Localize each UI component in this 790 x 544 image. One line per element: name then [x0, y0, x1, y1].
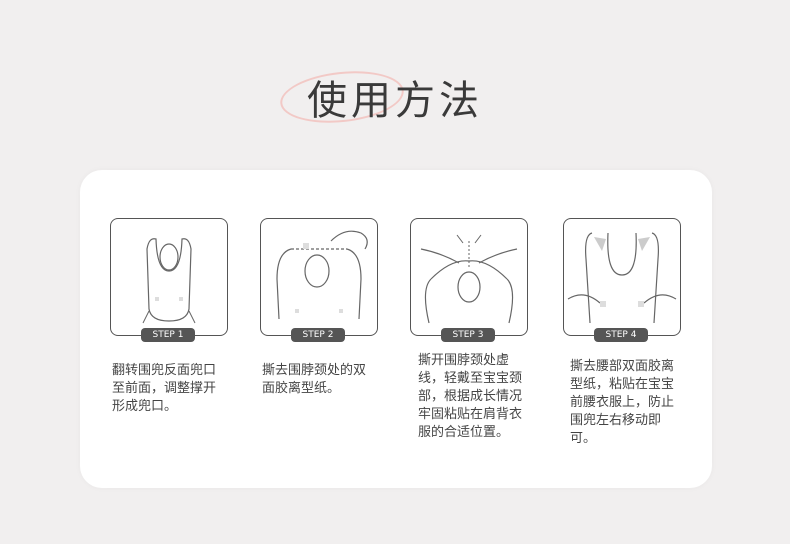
step-2-badge: STEP 2	[291, 328, 345, 342]
step-1-description: 翻转围兜反面兜口至前面，调整撑开形成兜口。	[112, 363, 217, 414]
peel-neck-tape-icon	[276, 230, 368, 320]
step-3-illustration	[410, 218, 528, 336]
step-2-description: 撕去围脖颈处的双面胶离型纸。	[262, 363, 367, 396]
step-3-badge: STEP 3	[441, 328, 495, 342]
step-2-illustration	[260, 218, 378, 336]
step-4-badge: STEP 4	[594, 328, 648, 342]
stick-waist-tape-icon	[567, 232, 677, 324]
step-4-illustration	[563, 218, 681, 336]
title-block: 使用方法	[270, 60, 520, 130]
step-1-badge: STEP 1	[141, 328, 195, 342]
bib-flip-icon	[142, 238, 196, 324]
step-3-description: 撕开围脖颈处虚线，轻戴至宝宝颈部，根据成长情况牢固粘贴在肩背衣服的合适位置。	[418, 353, 523, 440]
step-4-description: 撕去腰部双面胶离型纸，粘贴在宝宝前腰衣服上，防止围兜左右移动即可。	[570, 359, 675, 446]
tear-neck-line-icon	[420, 234, 518, 324]
step-1-illustration	[110, 218, 228, 336]
page-title: 使用方法	[307, 78, 483, 124]
